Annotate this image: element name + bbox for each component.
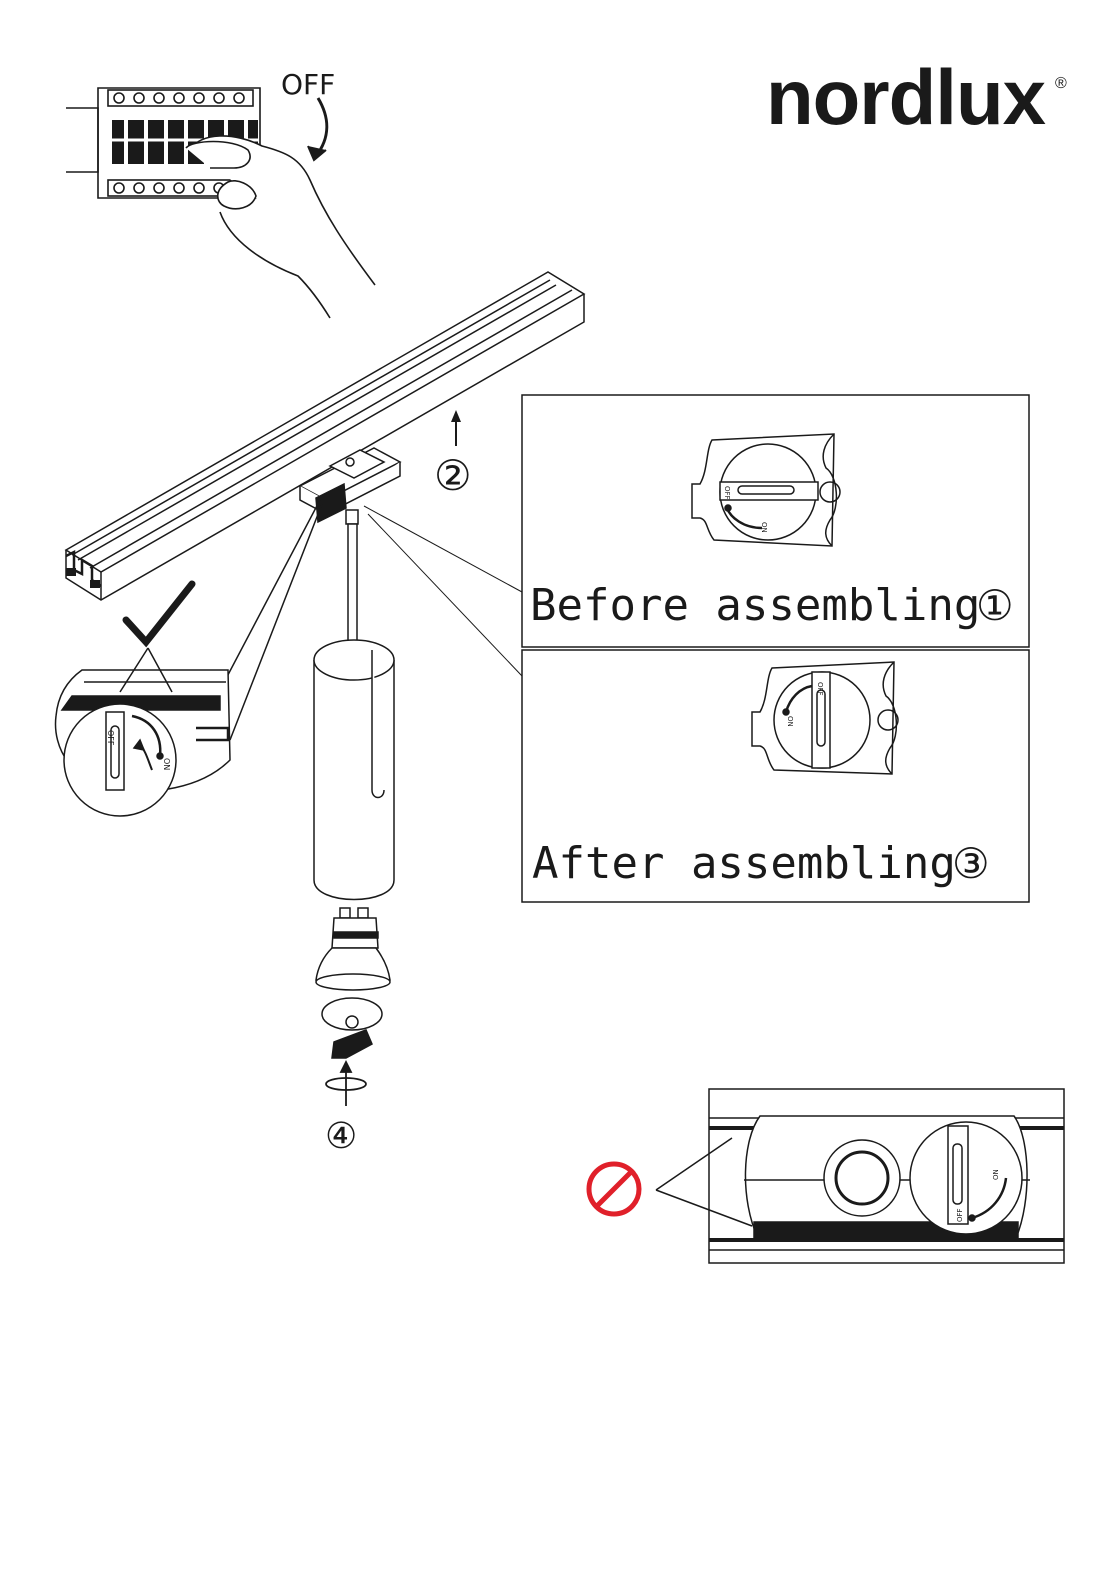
wrong-dial-on: ON <box>992 1169 1000 1180</box>
checkmark-icon <box>126 584 192 642</box>
gu10-bulb <box>316 908 390 990</box>
step-2-label: ② <box>434 451 472 500</box>
step-1-label: ① <box>976 581 1014 630</box>
wrong-dial-off: OFF <box>956 1208 964 1222</box>
top-screw-row <box>108 90 253 106</box>
before-assembling-caption: Before assembling <box>530 580 980 631</box>
lamp-cylinder <box>314 640 394 900</box>
prohibited-icon <box>589 1164 639 1214</box>
magnifier-dial-on: ON <box>162 758 171 770</box>
wrong-adapter-body <box>744 1116 1030 1238</box>
dial-after-diagram <box>752 662 898 774</box>
logo-text: nordlux <box>766 53 1046 141</box>
panel-side-bracket <box>66 108 98 172</box>
rotate-arrow <box>326 1062 366 1106</box>
nordlux-logo: nordlux ® <box>766 53 1067 141</box>
panel-before-assembling: OFF ON Before assembling ① <box>522 395 1029 647</box>
before-dial-on: ON <box>760 522 768 533</box>
track-rail <box>66 272 584 600</box>
lamp-cover-ring <box>322 998 382 1058</box>
step-4-label: ④ <box>325 1116 357 1157</box>
before-dial-off: OFF <box>723 486 731 500</box>
lamp-stem <box>346 510 358 652</box>
off-arrowhead <box>308 146 326 160</box>
magnifier-dial-off: OFF <box>106 730 115 746</box>
after-assembling-caption: After assembling <box>532 838 956 889</box>
after-dial-off: OFF <box>816 682 824 696</box>
step-3-label: ③ <box>952 839 990 888</box>
wrong-installation-panel: ON OFF <box>656 1089 1064 1263</box>
rail-insert-arrow <box>451 410 461 446</box>
hand-finger <box>186 142 250 169</box>
leader-line-before <box>364 506 522 592</box>
panel-after-assembling: OFF ON After assembling ③ <box>522 650 1029 902</box>
registered-mark: ® <box>1055 75 1067 92</box>
breaker-panel-illustration <box>66 88 375 318</box>
off-arrow <box>316 98 327 156</box>
after-dial-on: ON <box>786 716 794 727</box>
off-label: OFF <box>281 68 335 101</box>
